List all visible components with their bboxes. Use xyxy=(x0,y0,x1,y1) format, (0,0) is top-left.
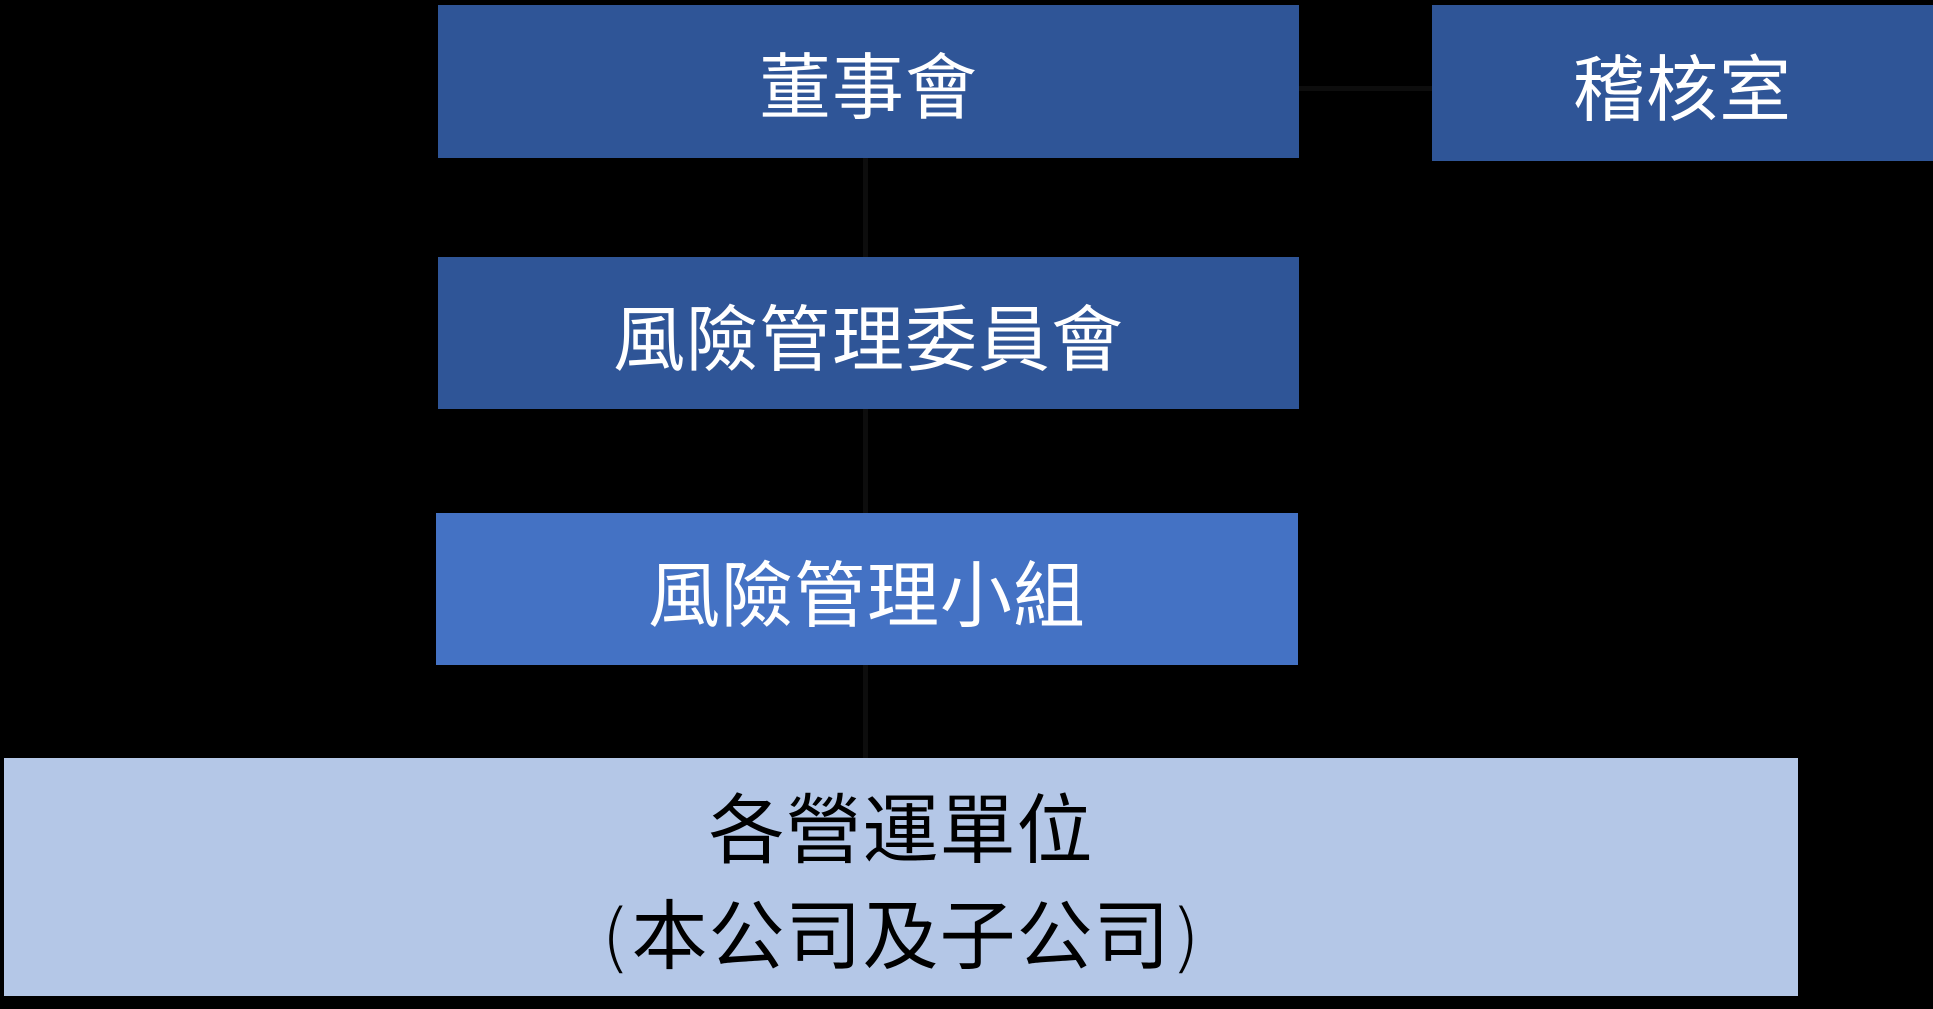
org-node-audit-label: 稽核室 xyxy=(1572,47,1792,132)
connector-board-to-committee xyxy=(863,158,868,257)
org-node-risk-management-team: 風險管理小組 xyxy=(436,513,1298,665)
org-node-team-label: 風險管理小組 xyxy=(647,553,1086,638)
org-node-units-label-line1: 各營運單位 xyxy=(708,785,1094,875)
connector-team-to-units xyxy=(863,660,868,761)
org-node-board-of-directors: 董事會 xyxy=(438,5,1299,158)
connector-board-to-audit xyxy=(1299,86,1436,91)
org-node-units-label-line2: (本公司及子公司) xyxy=(600,892,1202,981)
org-node-risk-management-committee: 風險管理委員會 xyxy=(438,257,1299,409)
org-node-audit-office: 稽核室 xyxy=(1432,5,1933,161)
org-node-committee-label: 風險管理委員會 xyxy=(612,297,1124,382)
org-node-operating-units: 各營運單位 (本公司及子公司) xyxy=(4,758,1798,996)
org-node-board-label: 董事會 xyxy=(758,46,978,130)
connector-committee-to-team xyxy=(863,409,868,513)
